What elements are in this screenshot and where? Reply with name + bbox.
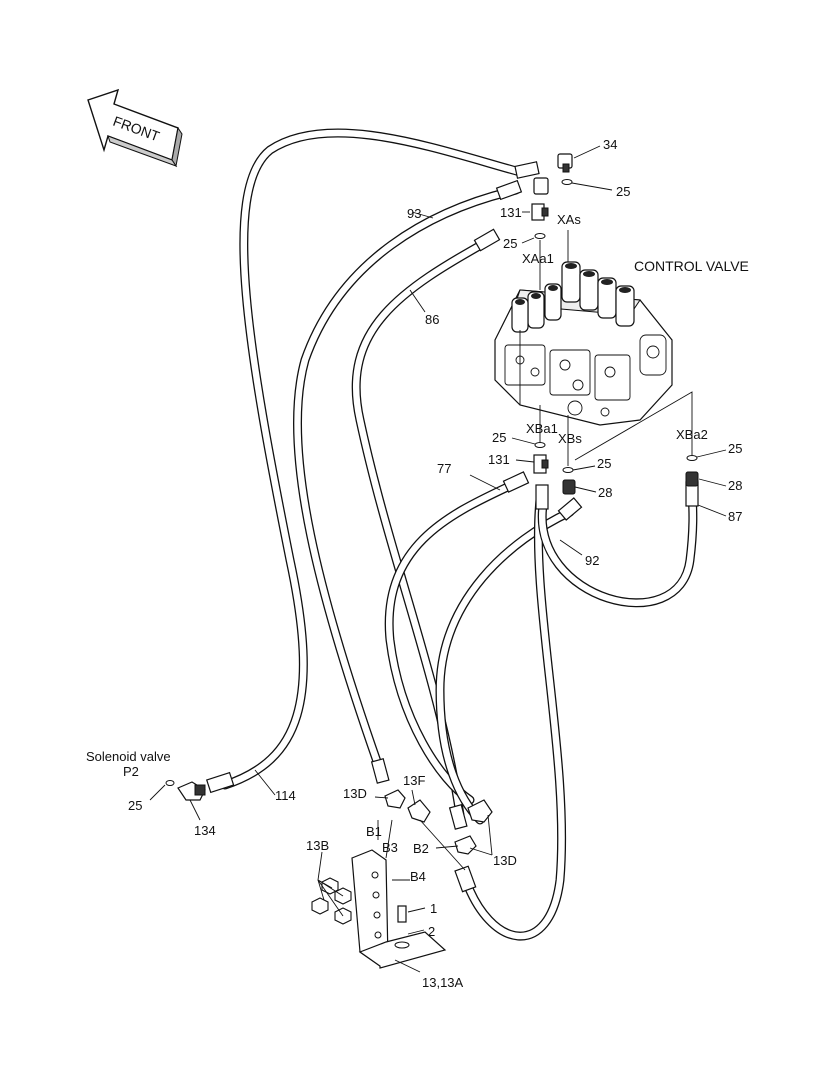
hose-92 <box>435 507 575 825</box>
callout-86: 86 <box>425 312 439 327</box>
hoses <box>220 128 698 941</box>
hose-77 <box>384 477 523 805</box>
front-arrow: FRONT <box>87 88 183 168</box>
callout-25: 25 <box>728 441 742 456</box>
port-b3: B3 <box>382 840 398 855</box>
valve-fittings <box>531 153 699 495</box>
callout-34: 34 <box>603 137 617 152</box>
control-valve-label: CONTROL VALVE <box>634 258 749 274</box>
callout-93: 93 <box>407 206 421 221</box>
hose-b4 <box>460 495 567 941</box>
hose-86 <box>351 235 495 820</box>
hose-ends <box>205 161 699 893</box>
callout-1: 1 <box>430 901 437 916</box>
port-xas: XAs <box>557 212 581 227</box>
callout-114: 114 <box>275 788 296 803</box>
solenoid-fitting <box>165 780 206 801</box>
port-xba2: XBa2 <box>676 427 708 442</box>
control-valve <box>494 261 673 426</box>
callout-2: 2 <box>428 924 435 939</box>
callout-92: 92 <box>585 553 599 568</box>
callout-leaders <box>149 145 727 973</box>
callout-25: 25 <box>128 798 142 813</box>
port-xba1: XBa1 <box>526 421 558 436</box>
callout-25: 25 <box>597 456 611 471</box>
bracket <box>311 789 493 969</box>
port-b1: B1 <box>366 824 382 839</box>
labels: CONTROL VALVE Solenoid valve P2 34 25 93… <box>86 137 749 990</box>
callout-131: 131 <box>500 205 522 220</box>
callout-87: 87 <box>728 509 742 524</box>
solenoid-port-label: P2 <box>123 764 139 779</box>
callout-13d: 13D <box>343 786 367 801</box>
callout-25: 25 <box>503 236 517 251</box>
callout-25: 25 <box>492 430 506 445</box>
port-b2: B2 <box>413 841 429 856</box>
port-xaa1: XAa1 <box>522 251 554 266</box>
callout-13-13a: 13,13A <box>422 975 464 990</box>
hose-93 <box>292 185 521 775</box>
port-xbs: XBs <box>558 431 582 446</box>
callout-13d: 13D <box>493 853 517 868</box>
callout-13b: 13B <box>306 838 329 853</box>
callout-77: 77 <box>437 461 451 476</box>
callout-13f: 13F <box>403 773 425 788</box>
solenoid-label: Solenoid valve <box>86 749 171 764</box>
callout-25: 25 <box>616 184 630 199</box>
hose-87 <box>537 485 698 608</box>
callout-134: 134 <box>194 823 216 838</box>
callout-28: 28 <box>728 478 742 493</box>
callout-131: 131 <box>488 452 510 467</box>
port-b4: B4 <box>410 869 426 884</box>
callout-28: 28 <box>598 485 612 500</box>
hose-114 <box>220 128 525 790</box>
